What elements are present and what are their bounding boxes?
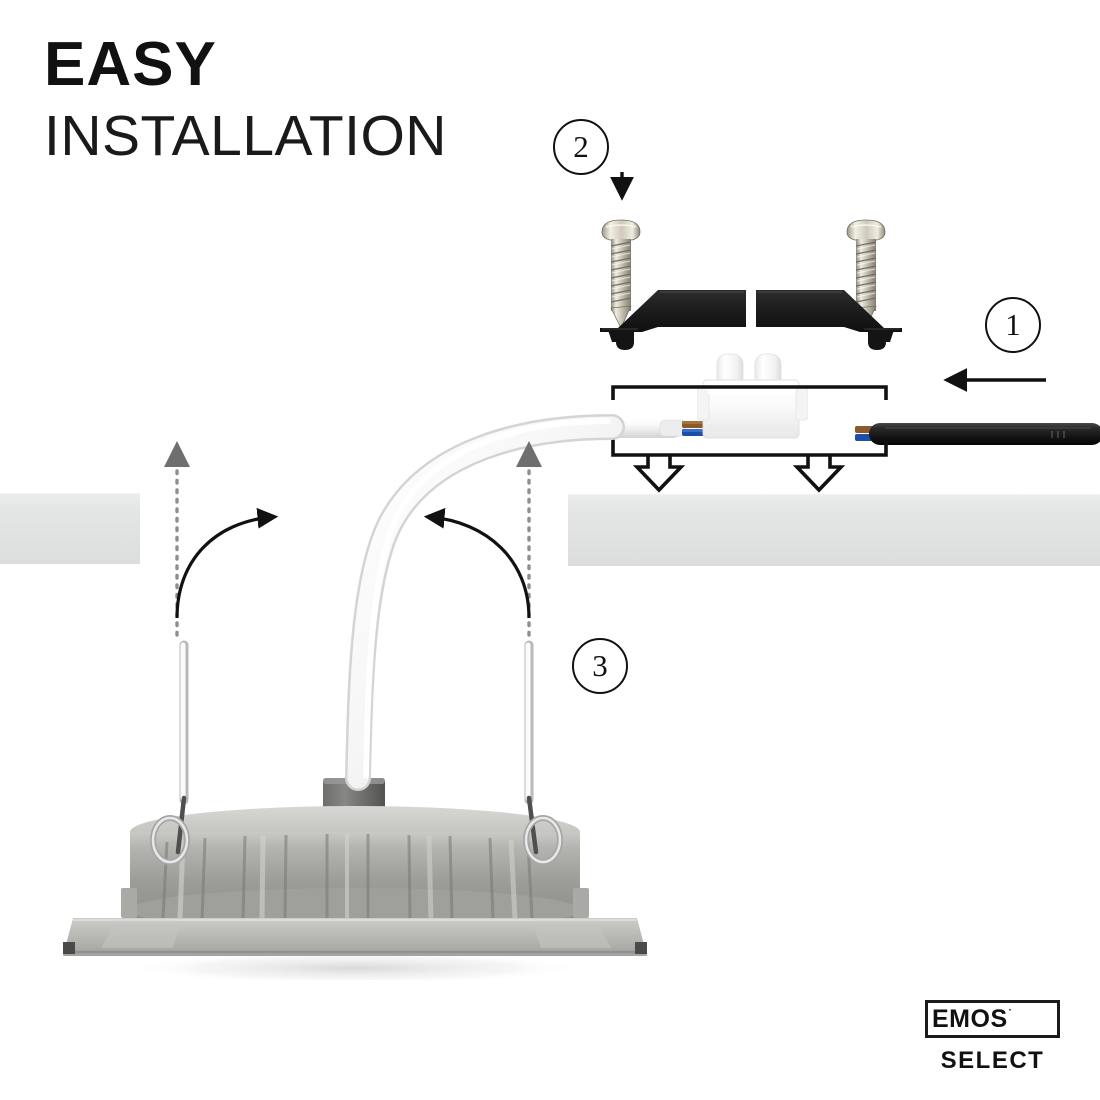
page-title-line-1: EASY bbox=[44, 30, 217, 99]
brand-wordmark: EMOS bbox=[932, 1004, 1008, 1033]
step-badge-1-number: 1 bbox=[1005, 307, 1021, 342]
page-title-line-2: INSTALLATION bbox=[44, 104, 447, 168]
step-badge-3-number: 3 bbox=[592, 648, 608, 683]
mounting-bracket bbox=[598, 278, 904, 358]
step-badge-2[interactable]: 2 bbox=[553, 119, 609, 175]
clip-travel-guide-right bbox=[516, 441, 542, 637]
mounting-screw-left bbox=[598, 216, 644, 332]
step-badge-1[interactable]: 1 bbox=[985, 297, 1041, 353]
clip-rotation-arrow-left bbox=[175, 507, 279, 619]
page-title: EASY INSTALLATION bbox=[44, 34, 447, 165]
brand-logo-box: EMOS · bbox=[925, 1000, 1060, 1038]
brand-sub-label: SELECT bbox=[940, 1047, 1045, 1074]
mains-cable-black bbox=[855, 418, 1100, 450]
brand-logo: EMOS · SELECT bbox=[925, 1000, 1060, 1075]
ceiling-panel-right bbox=[568, 494, 1100, 566]
recessed-downlight-body bbox=[55, 770, 655, 984]
terminal-connector-block bbox=[696, 352, 809, 444]
step-badge-2-number: 2 bbox=[573, 129, 589, 164]
clip-travel-guide-left bbox=[164, 441, 190, 637]
brand-registered-icon: · bbox=[1008, 1004, 1012, 1016]
clip-rotation-arrow-right bbox=[423, 507, 531, 619]
step-badge-3[interactable]: 3 bbox=[572, 638, 628, 694]
luminaire-cable-white-stub bbox=[596, 415, 712, 441]
ceiling-panel-left bbox=[0, 493, 140, 564]
mounting-screw-right bbox=[843, 216, 889, 332]
luminaire-cable-white bbox=[345, 414, 625, 791]
